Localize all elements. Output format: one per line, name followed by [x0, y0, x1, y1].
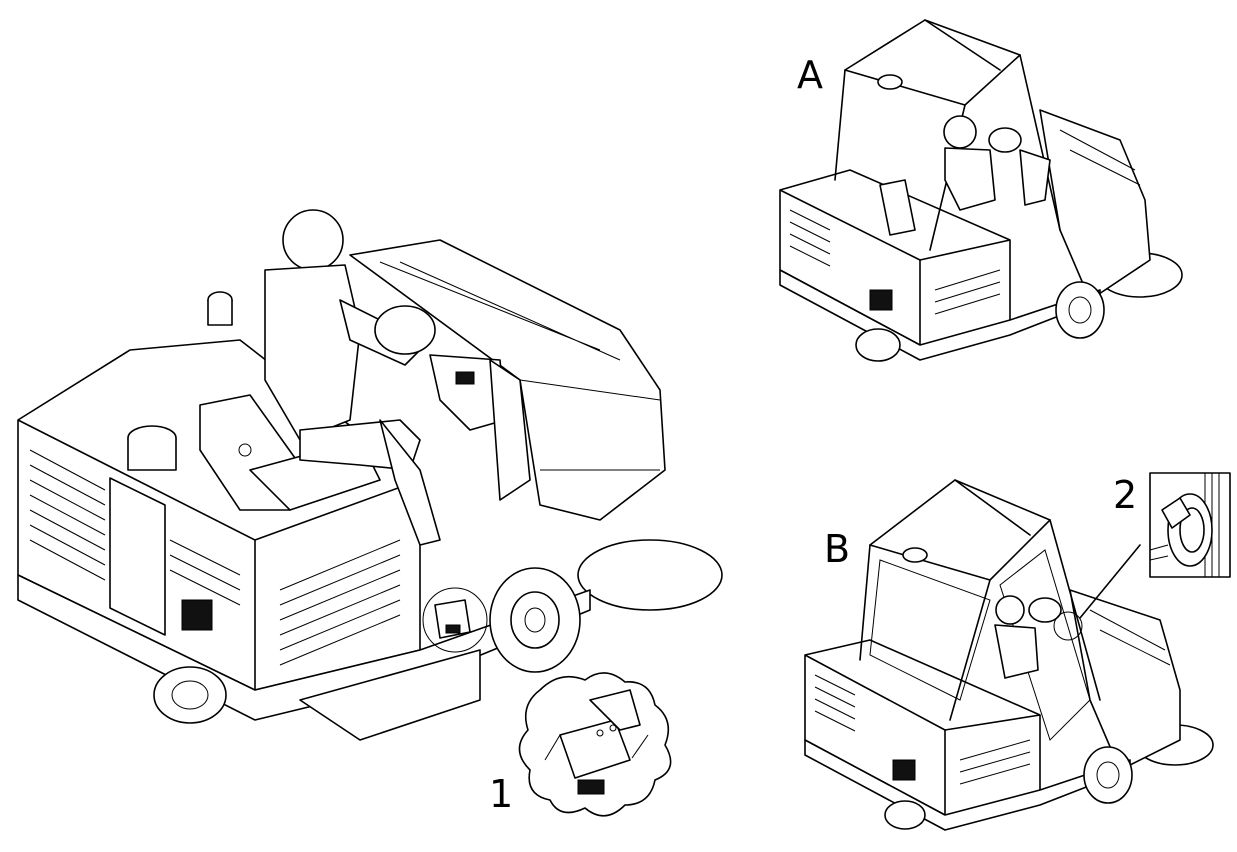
main-steering-console [374, 305, 531, 501]
sweeper-b-drawing [804, 479, 1214, 831]
detail-1-inset [518, 672, 672, 817]
main-rear-louvres [29, 449, 401, 666]
callout-2: 2 [1113, 473, 1138, 517]
main-detail-circle [422, 587, 488, 653]
callout-1: 1 [489, 772, 514, 816]
callout-a: A [797, 53, 823, 97]
main-operator [264, 209, 441, 546]
main-sweeper-drawing [17, 209, 723, 741]
main-chassis [17, 574, 591, 721]
detail-2-leader-line [1079, 544, 1141, 619]
detail-2-inset [1149, 472, 1231, 578]
callout-b: B [824, 527, 851, 571]
main-side-brush [577, 539, 723, 611]
sweeper-a-drawing [779, 19, 1183, 362]
main-front-wheel [489, 567, 581, 673]
main-hopper [349, 239, 666, 521]
main-tank [127, 291, 233, 471]
sweeper-b-detail-circle [1053, 611, 1083, 641]
main-rear-wheel [153, 666, 227, 724]
sweeper-a-canopy [844, 19, 1021, 106]
